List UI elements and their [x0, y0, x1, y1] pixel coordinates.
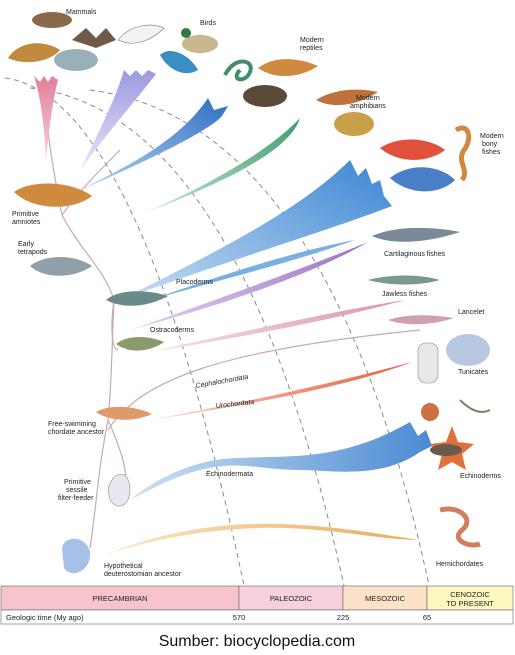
- mammal-weasel-image: [8, 43, 60, 63]
- label-modern-amphibians-1: Modern: [356, 95, 380, 102]
- primitive-amniote-image: [14, 183, 92, 207]
- lancelet-image: [388, 315, 454, 325]
- brittle-star-image: [459, 399, 491, 413]
- label-primitive-sessile-3: filter-feeder: [58, 495, 94, 502]
- hemichordate-worm-image: [439, 506, 481, 548]
- branch-lancelet: [150, 300, 405, 352]
- branch-hemichordates: [105, 523, 420, 555]
- jawless-fish-image: [368, 275, 440, 285]
- reptile-snake-image: [223, 59, 253, 82]
- branch-mammals: [34, 76, 58, 160]
- timeline-bar: PRECAMBRIAN PALEOZOIC MESOZOIC CENOZOIC …: [0, 585, 514, 625]
- label-lancelet: Lancelet: [458, 309, 485, 316]
- label-cephalochordata: Cephalochordata: [195, 374, 249, 390]
- free-swimming-ancestor-image: [96, 406, 152, 420]
- time-arcs: [4, 77, 431, 591]
- amphibian-frog-image: [334, 112, 374, 136]
- label-modern-bony-fishes-1: Modern: [480, 133, 504, 140]
- era-cenozoic-label: CENOZOIC: [450, 590, 490, 599]
- label-primitive-amniotes-2: amniotes: [12, 219, 41, 226]
- sessile-filter-feeder-image: [107, 473, 131, 507]
- source-caption: Sumber: biocyclopedia.com: [159, 633, 356, 650]
- labels: Mammals Birds Modern reptiles Modern amp…: [12, 9, 504, 578]
- label-hypothetical-1: Hypothetical: [104, 563, 143, 570]
- label-free-swimming-2: chordate ancestor: [48, 429, 105, 436]
- deuterostome-ancestor-image: [62, 538, 91, 574]
- label-jawless-fishes: Jawless fishes: [382, 291, 428, 298]
- reptile-lizard-image: [258, 59, 318, 77]
- mammal-manatee-image: [54, 49, 98, 71]
- tick-570: 570: [233, 613, 246, 622]
- placoderm-image: [106, 291, 168, 306]
- label-modern-bony-fishes-2: bony: [482, 141, 498, 148]
- era-precambrian-label: PRECAMBRIAN: [92, 594, 147, 603]
- mammal-bat-image: [72, 28, 116, 48]
- label-primitive-sessile-1: Primitive: [64, 479, 91, 486]
- bird-duck-image: [182, 35, 218, 53]
- branch-cartilaginous: [150, 240, 355, 300]
- label-tunicates: Tunicates: [458, 369, 489, 376]
- era-cenozoic-cell: [426, 585, 514, 611]
- branch-birds: [80, 70, 156, 170]
- era-cenozoic-label-2: TO PRESENT: [446, 599, 494, 608]
- tunicate-image: [417, 342, 439, 384]
- ostracoderm-image: [116, 337, 164, 351]
- tick-65: 65: [423, 613, 431, 622]
- branch-urochordata: [150, 362, 412, 420]
- label-hemichordates: Hemichordates: [436, 561, 484, 568]
- branch-reptiles: [80, 98, 228, 190]
- reptile-turtle-image: [243, 85, 287, 107]
- label-hypothetical-2: deuterostomian ancestor: [104, 571, 182, 578]
- label-cartilaginous-fishes: Cartilaginous fishes: [384, 251, 446, 258]
- label-primitive-amniotes-1: Primitive: [12, 211, 39, 218]
- shark-image: [372, 227, 460, 242]
- branch-echinodermata: [130, 422, 432, 500]
- amphibian-salamander-image: [316, 89, 378, 106]
- label-free-swimming-1: Free-swimming: [48, 421, 96, 428]
- label-mammals: Mammals: [66, 9, 97, 16]
- label-primitive-sessile-2: sessile: [66, 487, 88, 494]
- time-arc-225: [29, 87, 346, 591]
- label-placoderms: Placoderms: [176, 279, 213, 286]
- label-modern-bony-fishes-3: fishes: [482, 149, 501, 156]
- label-echinoderms: Echinoderms: [460, 473, 501, 480]
- label-modern-amphibians-2: amphibians: [350, 103, 386, 110]
- era-paleozoic-label: PALEOZOIC: [270, 594, 313, 603]
- sea-urchin-image: [421, 403, 439, 421]
- fish-red-image: [380, 139, 445, 160]
- bird-kingfisher-image: [160, 50, 198, 74]
- early-tetrapod-image: [30, 257, 92, 276]
- branch-bony-fishes: [120, 160, 392, 300]
- era-paleozoic-cell: [238, 585, 344, 611]
- label-modern-reptiles-2: reptiles: [300, 45, 323, 52]
- fish-seahorse-image: [454, 125, 472, 182]
- era-precambrian-cell: [0, 585, 240, 611]
- branches: [34, 70, 432, 555]
- time-arc-570: [4, 77, 246, 591]
- label-urochordata: Urochordata: [215, 399, 254, 410]
- animals: [8, 12, 491, 574]
- bird-gannet-image: [117, 24, 165, 44]
- era-mesozoic-label: MESOZOIC: [365, 594, 406, 603]
- tunicate-pod-image: [446, 334, 490, 366]
- sea-cucumber-image: [430, 444, 462, 456]
- label-echinodermata: Echinodermata: [206, 471, 253, 478]
- geologic-time-label: Geologic time (My ago): [6, 613, 84, 622]
- tick-225: 225: [337, 613, 350, 622]
- label-ostracoderms: Ostracoderms: [150, 327, 194, 334]
- label-early-tetrapods-2: tetrapods: [18, 249, 48, 256]
- label-birds: Birds: [200, 20, 216, 27]
- label-modern-reptiles-1: Modern: [300, 37, 324, 44]
- label-early-tetrapods-1: Early: [18, 241, 34, 248]
- mammal-mole-image: [32, 12, 72, 28]
- branch-amphibians: [140, 118, 300, 215]
- fish-blue-image: [390, 167, 455, 192]
